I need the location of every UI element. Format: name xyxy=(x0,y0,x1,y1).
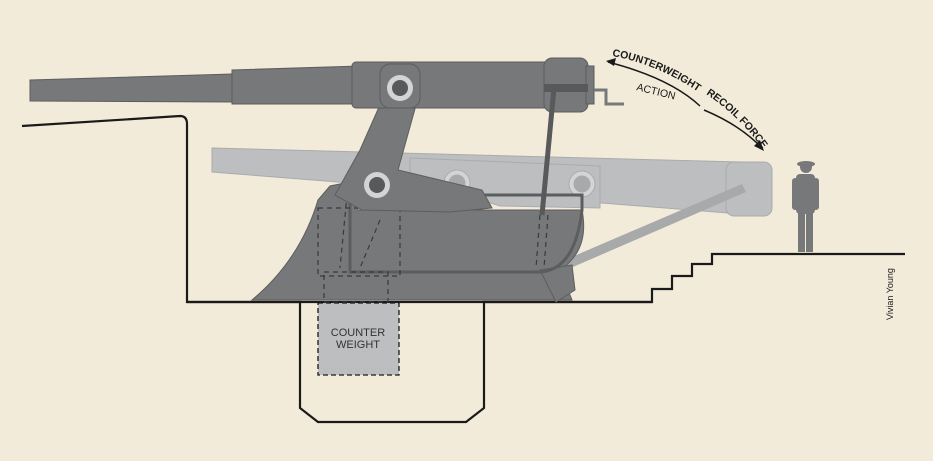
arrowhead-right-icon xyxy=(754,140,764,151)
gun-raised-position xyxy=(29,57,624,113)
human-figure-icon xyxy=(792,161,819,252)
counterweight-action-arrow xyxy=(607,61,701,107)
elevating-rod-vertical xyxy=(539,87,557,216)
emplacement-outline xyxy=(21,114,905,424)
credit-label: Vivian Young xyxy=(885,268,895,320)
gun-lowered-position xyxy=(211,147,773,217)
elevating-rod xyxy=(560,184,746,270)
counterweight-label-2: WEIGHT xyxy=(336,339,380,351)
arrowhead-left-icon xyxy=(606,58,616,66)
counterweight-label-1: COUNTER xyxy=(331,327,385,339)
counterweight-box xyxy=(317,302,400,376)
recoil-force-label: RECOIL FORCE xyxy=(704,87,770,151)
